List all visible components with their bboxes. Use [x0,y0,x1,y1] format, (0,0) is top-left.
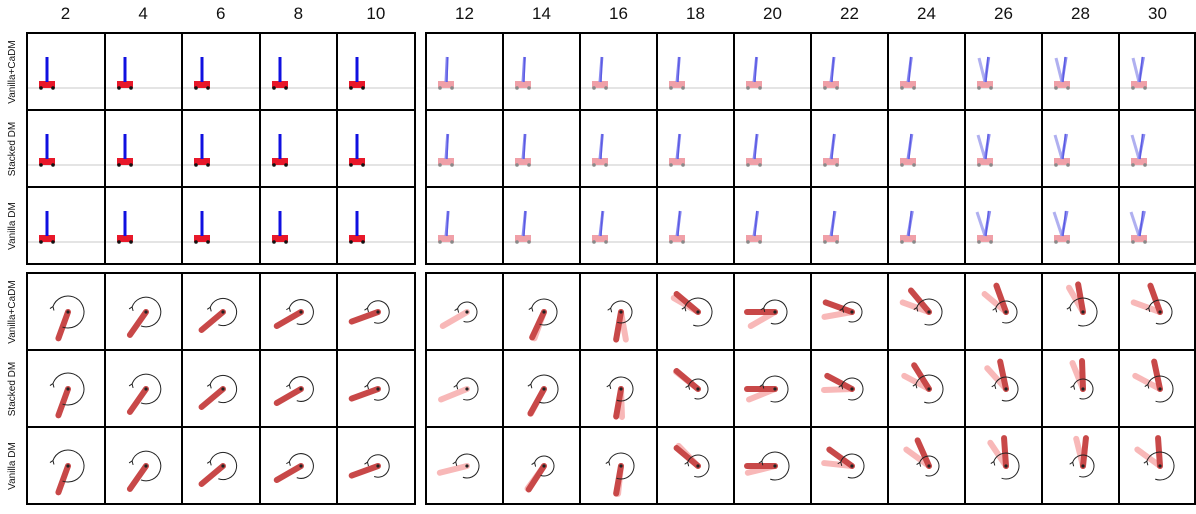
row-label: Vanilla DM [6,178,20,274]
column-header: 28 [1042,4,1119,24]
column-header: 4 [105,4,182,24]
column-header: 16 [580,4,657,24]
column-header: 22 [811,4,888,24]
column-header: 30 [1119,4,1196,24]
column-header: 24 [888,4,965,24]
column-header: 18 [657,4,734,24]
column-header: 20 [734,4,811,24]
column-header: 8 [260,4,337,24]
column-header: 6 [182,4,259,24]
column-header: 10 [337,4,414,24]
pendulum-early-panel [26,272,416,505]
pendulum-late-panel [425,272,1196,505]
cartpole-late-panel [425,32,1196,265]
column-header: 14 [503,4,580,24]
cartpole-early-panel [26,32,416,265]
column-header: 26 [965,4,1042,24]
column-header: 2 [27,4,104,24]
row-label: Vanilla DM [6,418,20,514]
column-header: 12 [426,4,503,24]
